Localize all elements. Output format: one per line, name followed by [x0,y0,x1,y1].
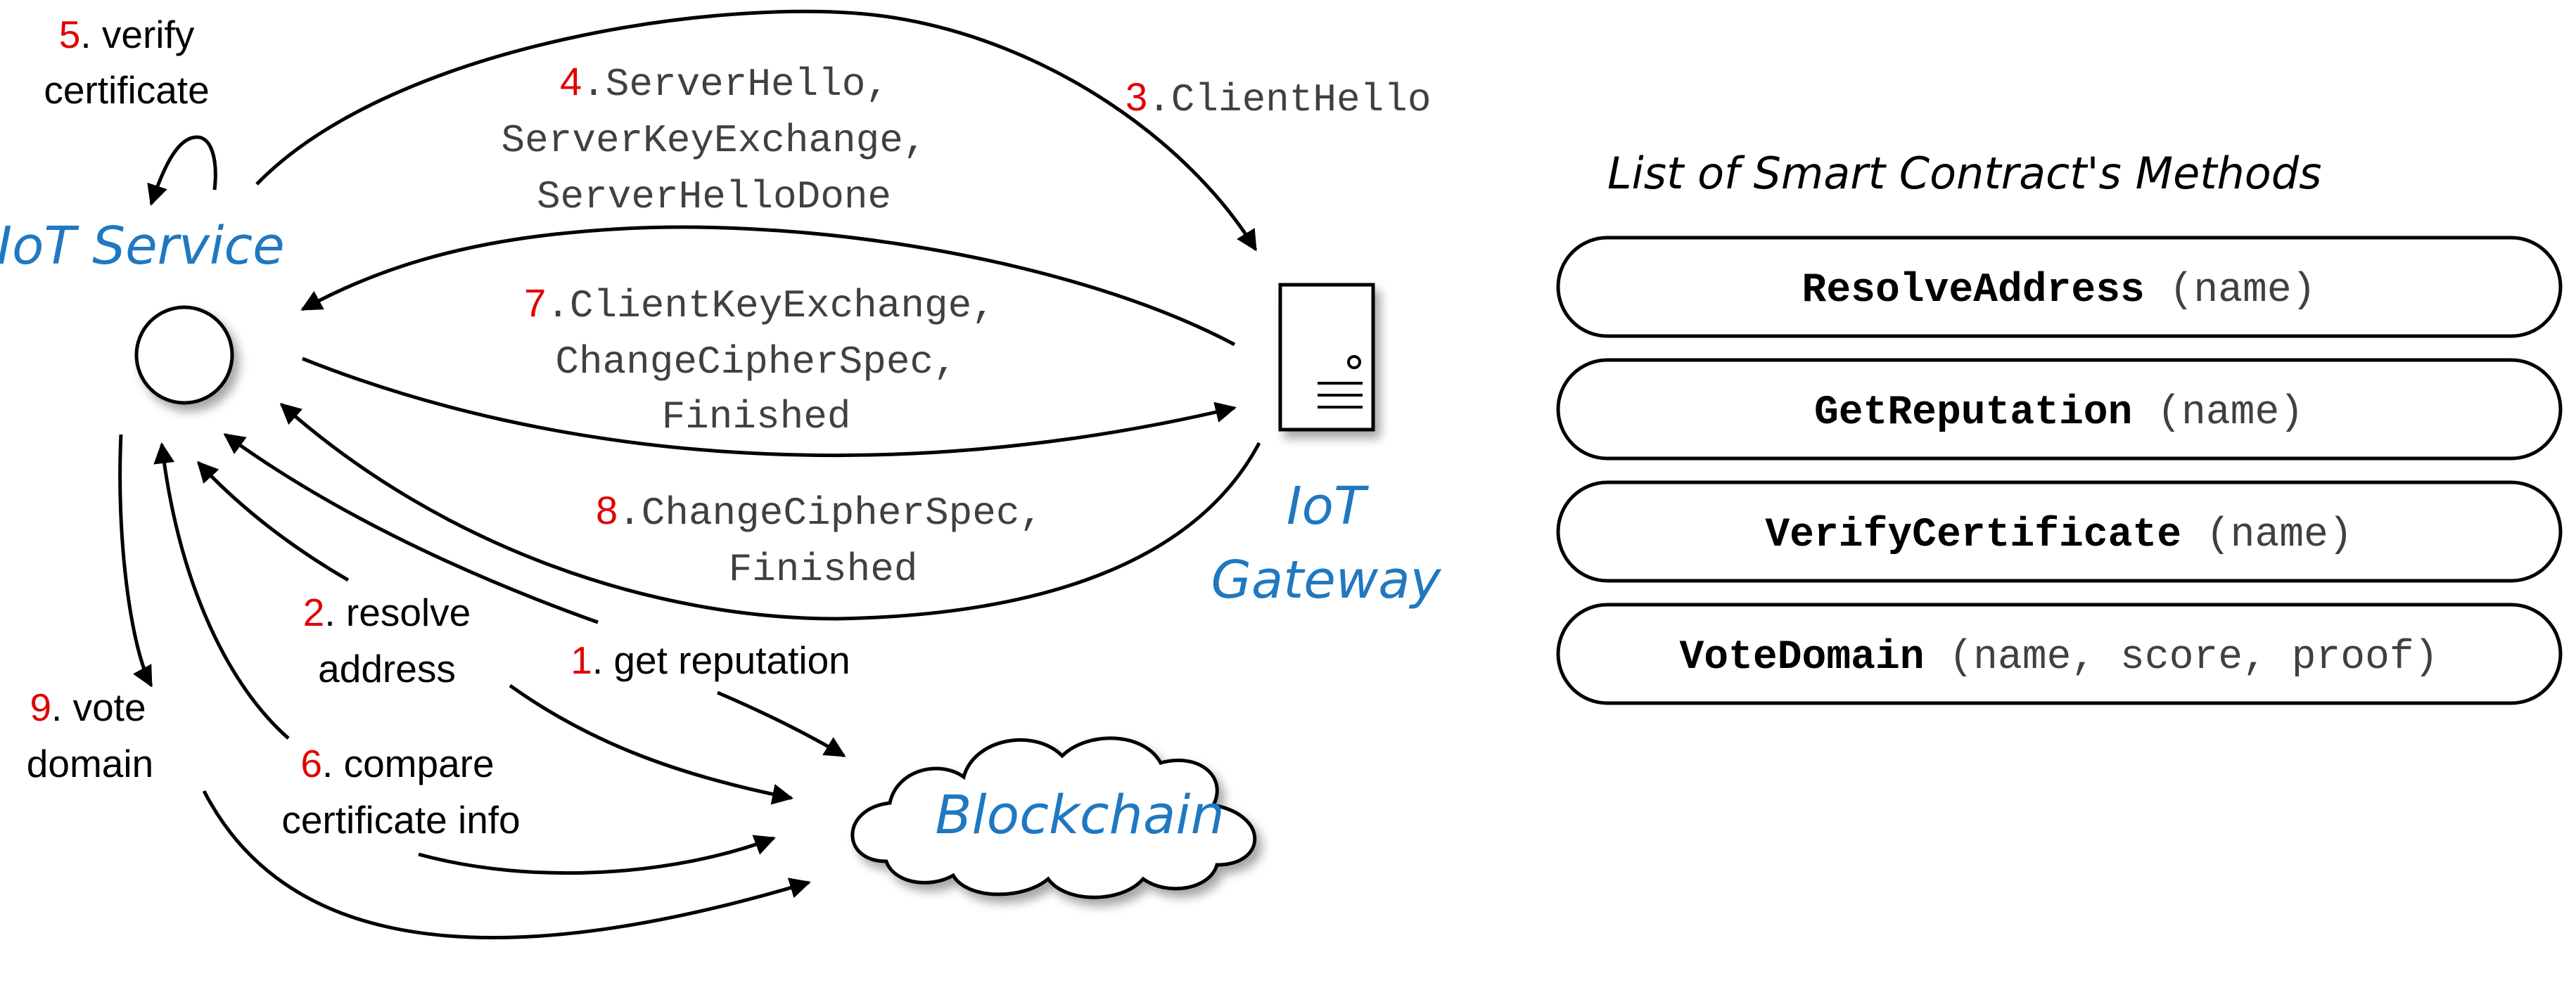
arrow-step1-reputation-service [223,432,599,624]
step5-label: 5. verify [59,13,195,56]
arrow-step7-clientkeyexchange [302,356,1237,458]
step5-label-line2: certificate [44,68,209,112]
step6-label: 6. compare [300,742,494,785]
method-signature: ResolveAddress (name) [1802,268,2316,314]
step7-label-line3: Finished [662,394,851,439]
method-signature: GetReputation (name) [1814,390,2304,436]
iot-gateway-server-icon [1278,283,1375,432]
method-box [1556,480,2563,583]
step1-label: 1. get reputation [570,638,850,682]
step9-label-line2: domain [27,742,153,785]
method-item: ResolveAddress (name) [1556,236,2563,338]
method-item: VerifyCertificate (name) [1556,480,2563,583]
step2-label-line2: address [318,647,456,690]
arrow-step8-changecipherspec [279,403,1261,621]
iot-service-node [134,305,234,405]
methods-list-title: List of Smart Contract's Methods [1607,148,2321,199]
step4-label: 4.ServerHello, [560,59,889,107]
iot-gateway-label-line1: IoT [1287,476,1370,536]
method-item: VoteDomain (name, score, proof) [1556,603,2563,705]
arrow-step2-resolve-blockchain [509,683,793,805]
method-box [1556,603,2563,705]
iot-gateway-label-line2: Gateway [1211,550,1442,610]
method-box [1556,236,2563,338]
arrow-step6-compare-service [153,442,290,740]
blockchain-label: Blockchain [935,783,1224,846]
arrow-step9-vote-blockchain [202,790,811,939]
arrow-step6-compare-blockchain [418,835,776,875]
blockchain-cloud [850,736,1257,899]
step2-label: 2. resolve [303,591,471,634]
arrow-step2-resolve-service [196,461,350,582]
iot-service-label: IoT Service [0,216,285,276]
arrow-step9-vote [118,434,153,688]
arrow-step4-clienthello [255,9,1258,252]
method-signature: VerifyCertificate (name) [1765,513,2352,558]
arrow-step5-self-loop [147,135,217,206]
step8-label-line2: Finished [729,547,918,592]
method-signature: VoteDomain (name, score, proof) [1680,635,2439,681]
step9-label: 9. vote [30,686,146,729]
arrow-step1-reputation-blockchain [717,690,846,758]
step3-label: 3.ClientHello [1126,75,1431,122]
arrow-step7-serverhello-return [300,225,1236,347]
method-item: GetReputation (name) [1556,358,2563,461]
step4-label-line2: ServerKeyExchange, [502,118,927,163]
step4-label-line3: ServerHelloDone [537,174,891,219]
step8-label: 8.ChangeCipherSpec, [596,488,1043,536]
step7-label-line2: ChangeCipherSpec, [555,340,957,385]
step7-label: 7.ClientKeyExchange, [524,281,995,328]
step6-label-line2: certificate info [281,798,520,842]
method-box [1556,358,2563,461]
